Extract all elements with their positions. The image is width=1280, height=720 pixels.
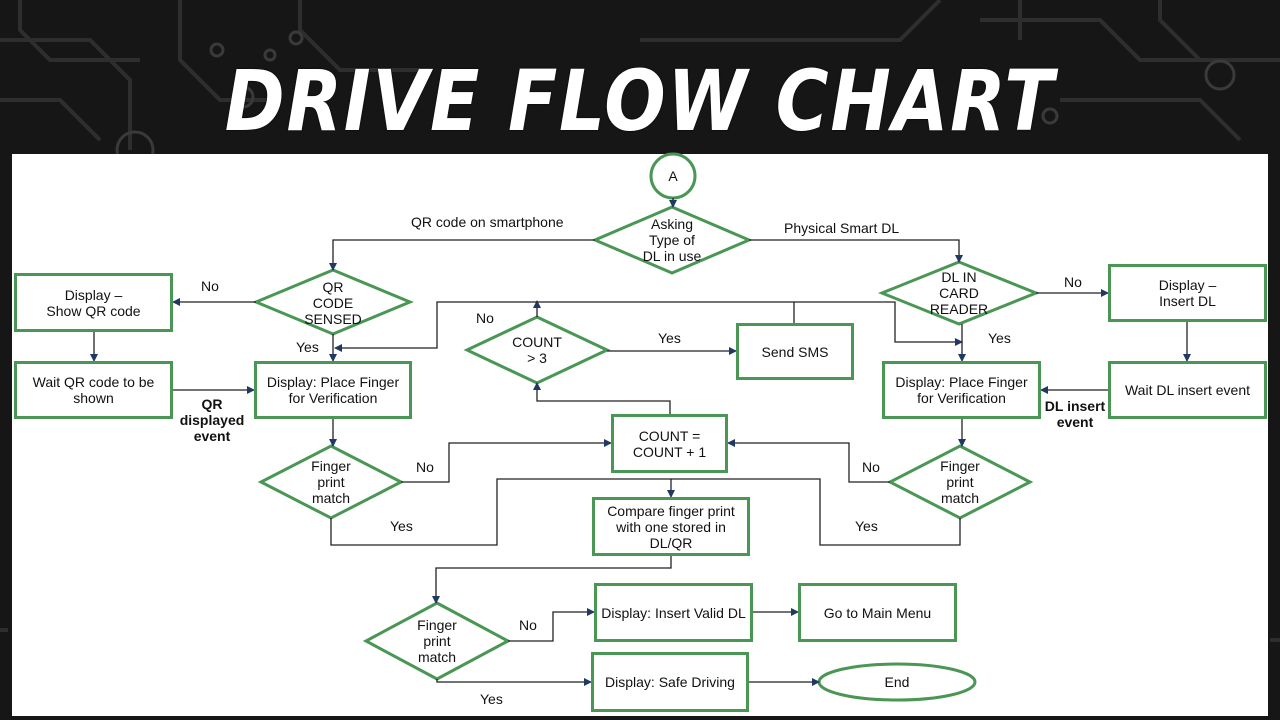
left-no-to-count <box>401 439 612 483</box>
finger-match-right-decision: Finger print match <box>940 458 980 506</box>
label-physical-dl: Physical Smart DL <box>784 220 900 236</box>
label-no-right-match: No <box>862 459 880 475</box>
label-no-left-match: No <box>416 459 434 475</box>
label-yes-qr: Yes <box>296 339 319 355</box>
right-yes-to-compare <box>671 478 961 546</box>
insert-valid-dl-box: Display: Insert Valid DL <box>594 583 753 642</box>
count-to-gt3 <box>533 382 671 414</box>
wait-dl-box: Wait DL insert event <box>1108 361 1267 419</box>
ask-type-shape <box>591 205 753 275</box>
ask-to-qr <box>329 239 595 271</box>
label-yes-left-match: Yes <box>390 518 413 534</box>
compare-to-bottom-match <box>432 556 672 604</box>
finger-match-left-decision: Finger print match <box>311 458 351 506</box>
slide-title: DRIVE FLOW CHART <box>224 52 1056 150</box>
label-qr-smartphone: QR code on smartphone <box>411 214 564 230</box>
label-no-qr: No <box>201 278 219 294</box>
bottom-no-to-invalid <box>508 608 595 642</box>
label-dl-insert-event: DL insert event <box>1044 398 1106 430</box>
bottom-yes-to-safe <box>436 678 592 686</box>
label-no-bottom-match: No <box>519 617 537 633</box>
place-finger-left-box: Display: Place Finger for Verification <box>254 361 412 419</box>
count-gt3-decision: COUNT > 3 <box>512 334 562 366</box>
main-menu-box: Go to Main Menu <box>798 583 957 642</box>
label-no-dl: No <box>1064 274 1082 290</box>
label-qr-displayed-event: QR displayed event <box>179 396 245 444</box>
sms-loop-right <box>794 301 963 346</box>
ask-to-dl <box>749 239 963 263</box>
dl-in-reader-shape <box>877 260 1041 326</box>
label-yes-bottom-match: Yes <box>480 691 503 707</box>
send-sms-box: Send SMS <box>736 323 854 380</box>
label-no-count: No <box>476 310 494 326</box>
wait-qr-box: Wait QR code to be shown <box>14 361 173 419</box>
label-yes-right-match: Yes <box>855 518 878 534</box>
label-yes-dl: Yes <box>988 330 1011 346</box>
finger-match-bottom-decision: Finger print match <box>417 617 457 665</box>
right-no-to-count <box>727 439 890 483</box>
sms-loop-left <box>334 301 795 352</box>
compare-box: Compare finger print with one stored in … <box>592 497 750 556</box>
left-yes-to-compare <box>330 478 675 546</box>
safe-driving-box: Display: Safe Driving <box>591 652 749 712</box>
ask-type-decision: Asking Type of DL in use <box>642 216 702 264</box>
label-yes-count: Yes <box>658 330 681 346</box>
count-increment-box: COUNT = COUNT + 1 <box>611 414 728 473</box>
connector-a: A <box>668 168 678 184</box>
show-qr-box: Display – Show QR code <box>14 273 173 332</box>
place-finger-right-box: Display: Place Finger for Verification <box>882 361 1041 419</box>
qr-sensed-decision: QR CODE SENSED <box>304 279 362 327</box>
insert-dl-box: Display – Insert DL <box>1108 264 1267 322</box>
end-terminal: End <box>884 674 910 690</box>
dl-in-reader-decision: DL IN CARD READER <box>929 269 989 317</box>
